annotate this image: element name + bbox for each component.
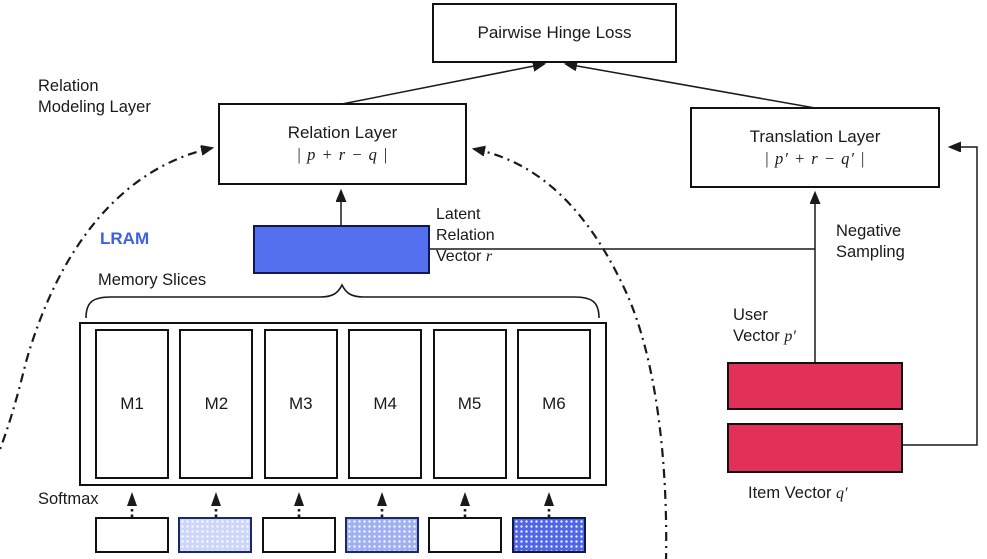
attention-cell-1 [95, 517, 169, 553]
attention-cell-5 [428, 517, 502, 553]
latent-vector-symbol: r [485, 248, 493, 265]
arrow-item-vector-to-translation-layer [903, 147, 978, 446]
negative-sampling-label: Negative Sampling [836, 222, 905, 261]
memory-slices-container: M1 M2 M3 M4 M5 M6 [79, 322, 607, 486]
attention-cell-2 [178, 517, 252, 553]
memory-slice-m2: M2 [179, 329, 254, 479]
attention-cell-4 [345, 517, 419, 553]
memory-slice-m3: M3 [263, 329, 338, 479]
arrow-relation-to-loss [341, 64, 544, 105]
relation-layer-box: Relation Layer | p + r − q | [218, 103, 467, 185]
memory-slices-label: Memory Slices [98, 271, 207, 289]
softmax-arrows [127, 492, 554, 517]
dashdot-arc-right [474, 149, 668, 559]
relation-modeling-layer-label: Relation Modeling Layer [38, 77, 151, 116]
relation-layer-title: Relation Layer [287, 123, 398, 142]
lram-label: LRAM [100, 229, 150, 248]
attention-cell-6 [512, 517, 586, 553]
memory-slice-m1: M1 [95, 329, 169, 479]
user-vector-box [727, 362, 903, 410]
memory-slice-m5: M5 [432, 329, 507, 479]
memory-slices-brace [85, 283, 600, 319]
softmax-label: Softmax [38, 490, 99, 508]
translation-layer-box: Translation Layer | p′ + r − q′ | [690, 107, 940, 188]
item-vector-label: Item Vector q′ [748, 484, 848, 502]
arrow-translation-to-loss [566, 64, 816, 109]
pairwise-hinge-loss-label: Pairwise Hinge Loss [477, 23, 632, 42]
memory-slice-m6: M6 [516, 329, 591, 479]
memory-slice-m4: M4 [348, 329, 423, 479]
latent-relation-vector-box [253, 225, 430, 274]
relation-layer-formula: | p + r − q | [296, 145, 389, 164]
translation-layer-formula: | p′ + r − q′ | [764, 148, 866, 168]
item-vector-symbol: q′ [836, 485, 848, 502]
attention-cell-3 [262, 517, 336, 553]
item-vector-box [727, 423, 903, 473]
dashdot-arc-left [0, 148, 212, 453]
translation-layer-title: Translation Layer [749, 126, 881, 146]
latent-relation-vector-label: Latent Relation Vector r [436, 206, 495, 265]
user-vector-label: User Vector p′ [733, 306, 796, 345]
user-vector-symbol: p′ [784, 328, 796, 345]
pairwise-hinge-loss-box: Pairwise Hinge Loss [432, 3, 677, 63]
